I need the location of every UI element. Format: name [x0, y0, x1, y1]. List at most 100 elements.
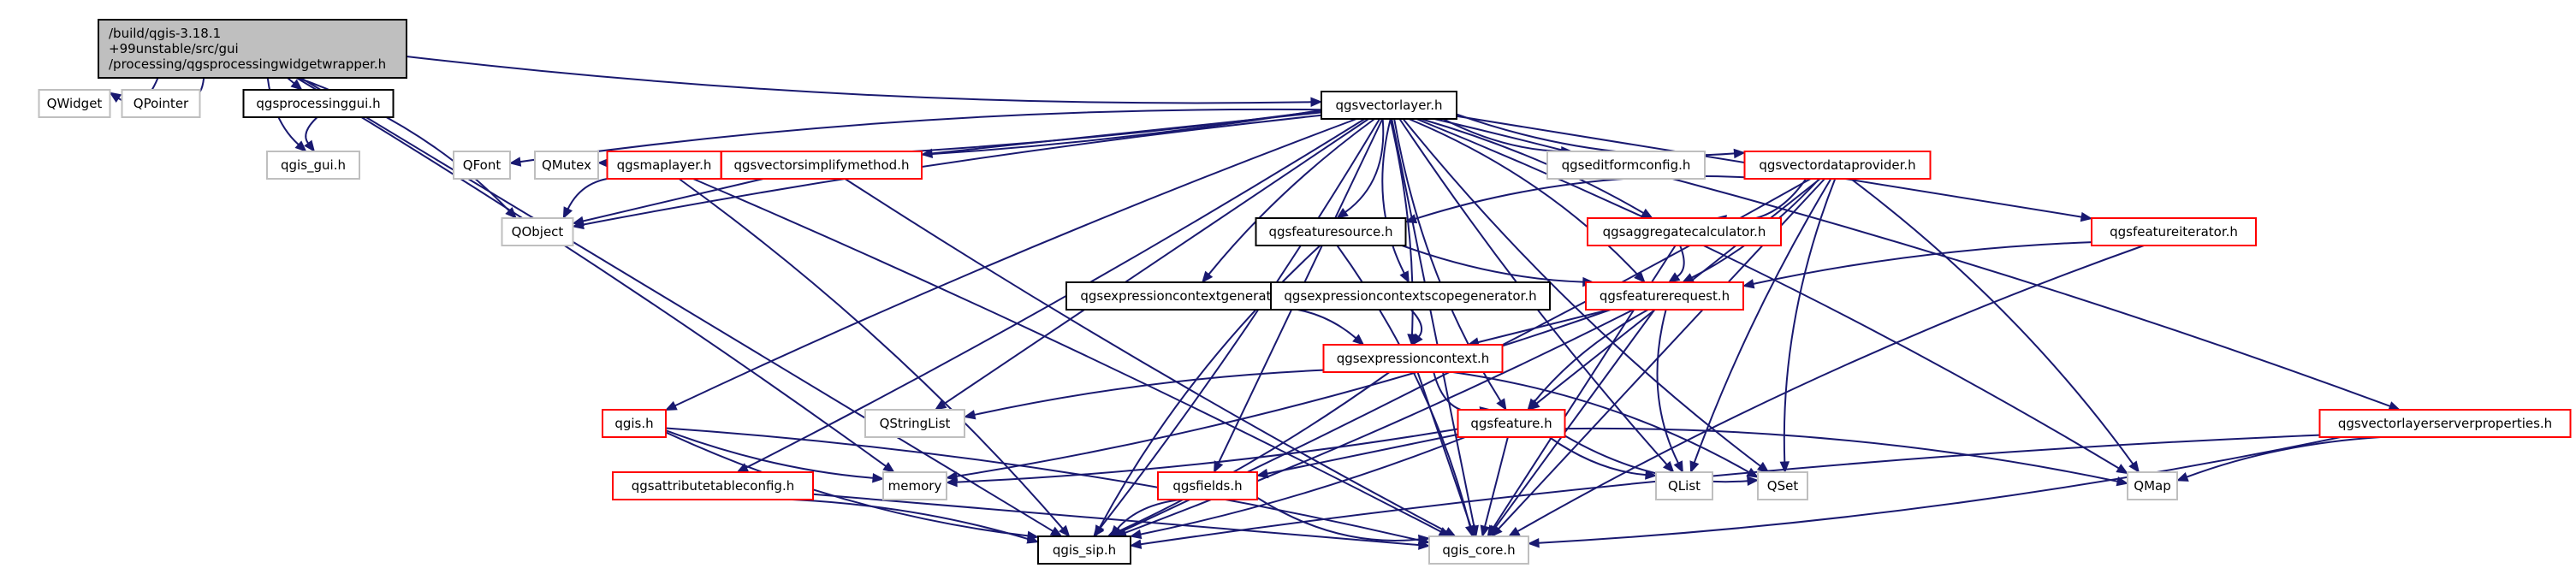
edge-qgsattributetableconfig-to-qgis-sip [792, 499, 1040, 544]
arrowhead-icon [945, 476, 958, 488]
edge-line [305, 116, 318, 145]
arrowhead-icon [1496, 398, 1507, 411]
edge-line [692, 178, 1441, 533]
arrowhead-icon [664, 400, 678, 411]
arrowhead-icon [1689, 460, 1700, 474]
arrowhead-icon [1465, 524, 1475, 538]
edge-line [1656, 309, 1679, 464]
edge-qgsmaplayer-to-qobject [562, 176, 638, 220]
node-qgsfeaturerequest[interactable]: qgsfeaturerequest.h [1585, 281, 1744, 311]
arrowhead-icon [1662, 460, 1675, 473]
edge-line [1442, 118, 1562, 152]
edge-qgsvectorlayer-to-qgsexpressioncontextscopegenerator [1381, 118, 1410, 284]
arrowhead-icon [508, 157, 522, 167]
node-label: qgsvectorlayer.h [1336, 98, 1443, 113]
node-qgsexpressioncontextscopegenerator[interactable]: qgsexpressioncontextscopegenerator.h [1270, 281, 1551, 311]
arrowhead-icon [294, 140, 307, 152]
node-box [721, 151, 923, 180]
node-box [534, 151, 599, 180]
arrowhead-icon [1352, 334, 1365, 346]
arrowhead-icon [1634, 270, 1646, 283]
node-label: qgis_core.h [1442, 542, 1515, 559]
edge-line [1416, 371, 1472, 527]
arrowhead-icon [562, 206, 573, 220]
node-label: QMutex [542, 157, 591, 173]
node-box [1428, 535, 1529, 565]
edge-qgsmaplayer-to-qgis-sip [678, 178, 1071, 537]
edge-line [1256, 496, 1420, 541]
node-qgsattributetableconfig[interactable]: qgsattributetableconfig.h [612, 471, 814, 500]
node-box [1321, 91, 1457, 120]
node-qgsvectorsimplifymethod[interactable]: qgsvectorsimplifymethod.h [721, 151, 923, 180]
edge-line [1517, 245, 2145, 532]
node-qgis-sip[interactable]: qgis_sip.h [1037, 535, 1131, 565]
arrowhead-icon [1094, 524, 1105, 538]
node-label: qgsvectorsimplifymethod.h [734, 157, 910, 173]
edge-line [406, 55, 1312, 104]
edge-line [1401, 245, 1583, 283]
edge-line [1477, 309, 1610, 344]
arrowhead-icon [1645, 470, 1658, 480]
edge-line [1421, 118, 1644, 214]
node-root[interactable]: /build/qgis-3.18.1+99unstable/src/gui/pr… [98, 19, 407, 79]
edge-line [300, 77, 1054, 532]
node-qgsmaplayer[interactable]: qgsmaplayer.h [606, 151, 722, 180]
node-box [1585, 281, 1744, 311]
edge-line [567, 176, 638, 210]
arrowhead-icon [1336, 208, 1349, 219]
edge-line [1693, 178, 1832, 464]
node-label: QWidget [47, 96, 103, 111]
edge-line [295, 77, 887, 467]
edge-qgsfeaturerequest-to-qgsexpressioncontext [1467, 309, 1610, 347]
edge-qgsexpressioncontext-to-qgis-sip [1107, 371, 1391, 537]
node-box [1037, 535, 1131, 565]
node-qgsprocessinggui[interactable]: qgsprocessinggui.h [242, 89, 395, 118]
node-label: qgsexpressioncontextgenerator.h [1080, 288, 1295, 304]
edge-line [844, 178, 1447, 533]
edge-qgsvectorlayer-to-qstringlist [934, 118, 1369, 411]
node-qgsfields[interactable]: qgsfields.h [1157, 471, 1258, 500]
node-qgsaggregatecalculator[interactable]: qgsaggregatecalculator.h [1587, 217, 1782, 246]
edge-line [1267, 433, 1458, 475]
arrowhead-icon [1527, 537, 1540, 548]
node-label: qgsfeaturerequest.h [1600, 288, 1730, 304]
edge-line [1140, 434, 2320, 546]
node-qgsexpressioncontext[interactable]: qgsexpressioncontext.h [1322, 344, 1504, 373]
edge-line [1677, 245, 1685, 278]
arrowhead-icon [1059, 524, 1071, 537]
node-qgsfeatureiterator[interactable]: qgsfeatureiterator.h [2091, 217, 2257, 246]
node-qgsfeature[interactable]: qgsfeature.h [1457, 409, 1566, 438]
edge-qgsfields-to-qgis-core [1256, 496, 1431, 545]
arrowhead-icon [1399, 270, 1410, 284]
node-label: qgsfeature.h [1470, 416, 1552, 431]
node-qgis[interactable]: qgis.h [602, 409, 667, 438]
arrowhead-icon [1527, 398, 1539, 411]
edge-qgsfeaturerequest-to-qgis-core [1487, 309, 1656, 538]
node-label: qgsvectorlayerserverproperties.h [2338, 416, 2552, 431]
arrowhead-icon [1202, 270, 1214, 284]
node-box [864, 409, 965, 438]
edge-line [519, 108, 1322, 163]
arrowhead-icon [2116, 464, 2129, 475]
edge-line [1538, 436, 2342, 544]
node-memory: memory [882, 471, 947, 500]
edge-qgsfields-to-qgis-sip [1109, 499, 1182, 537]
arrowhead-icon [109, 92, 122, 103]
edge-qgsvectorlayer-to-qgsfeaturesource [1336, 118, 1385, 219]
node-qgsvectordataprovider[interactable]: qgsvectordataprovider.h [1743, 151, 1932, 180]
node-box [882, 471, 947, 500]
edge-qgsvectorlayer-to-qgis-core [1391, 118, 1479, 538]
node-qstringlist: QStringList [864, 409, 965, 438]
node-qgsfeaturesource[interactable]: qgsfeaturesource.h [1255, 217, 1407, 246]
node-qmutex: QMutex [534, 151, 599, 180]
node-box [1655, 471, 1713, 500]
arrowhead-icon [1109, 524, 1122, 537]
edge-root-to-memory [295, 77, 895, 473]
node-box [606, 151, 722, 180]
node-label: qgsaggregatecalculator.h [1603, 224, 1766, 240]
node-qgsvectorlayerserverproperties[interactable]: qgsvectorlayerserverproperties.h [2318, 409, 2572, 438]
node-qgsvectorlayer[interactable]: qgsvectorlayer.h [1321, 91, 1457, 120]
arrowhead-icon [304, 139, 316, 153]
edge-line [665, 429, 874, 479]
node-label: /build/qgis-3.18.1 [109, 26, 221, 41]
